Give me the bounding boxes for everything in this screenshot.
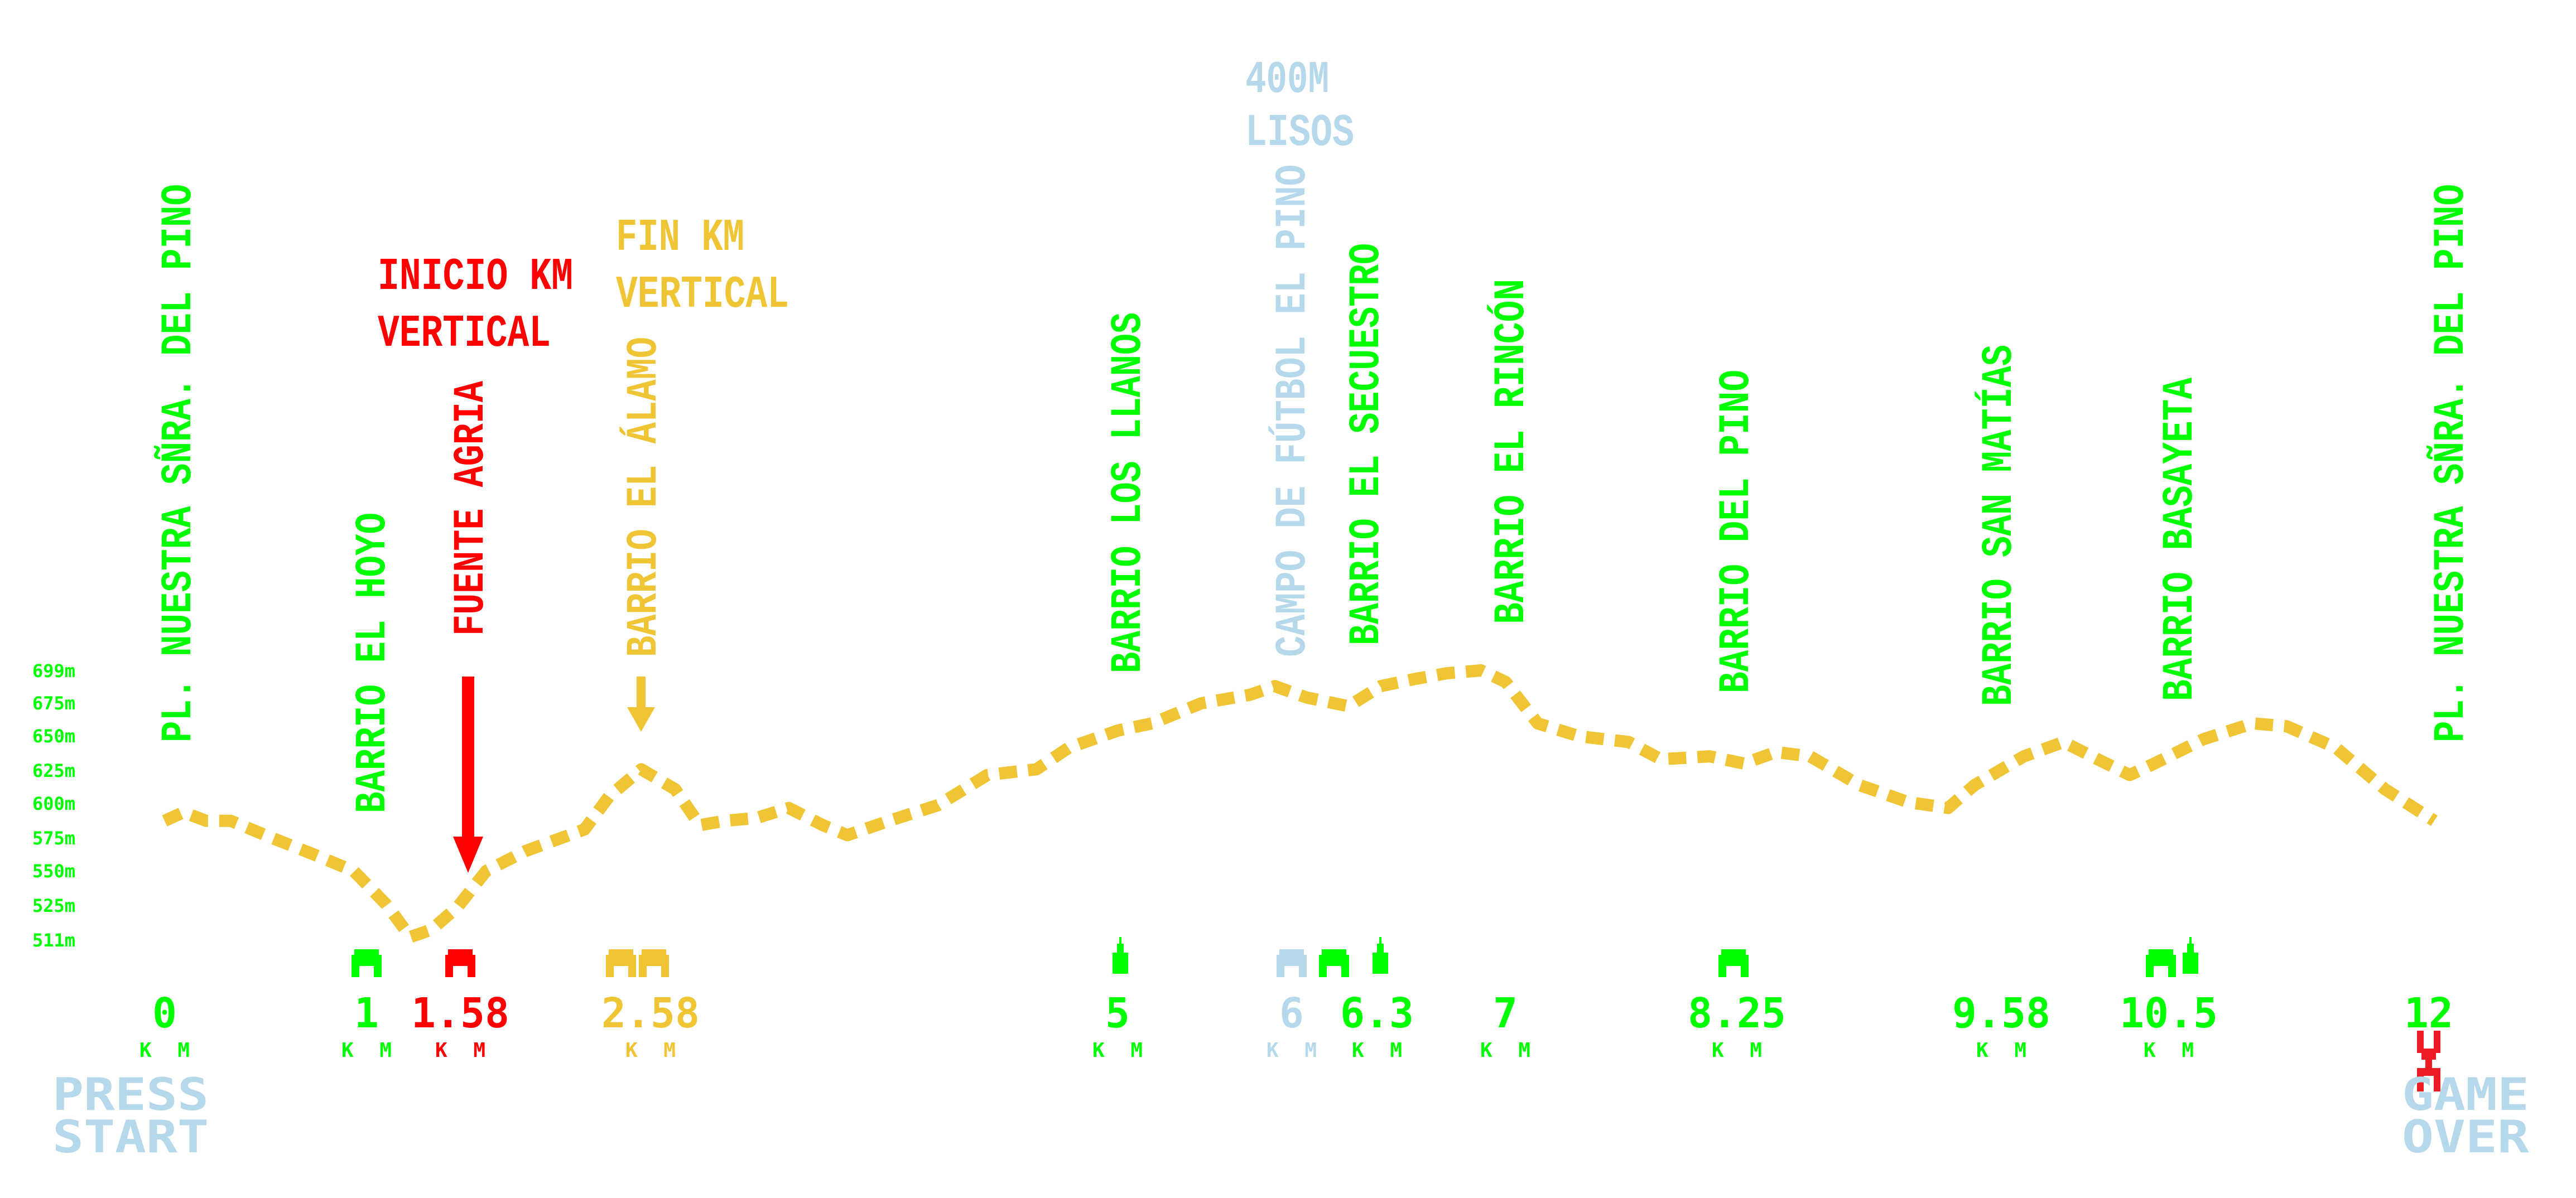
km-marker: 6.3KM	[1340, 989, 1414, 1062]
church-tower-icon	[1373, 937, 1388, 974]
elevation-tick-label: 650m	[32, 726, 75, 747]
marker-icons-row	[352, 937, 2198, 977]
fin-line-1: FIN KM	[616, 212, 744, 264]
km-value: 9.58	[1952, 989, 2050, 1037]
inicio-line-1: INICIO KM	[378, 251, 573, 303]
lisos-line-2: LISOS	[1245, 107, 1354, 159]
building-icon	[445, 949, 475, 977]
building-icon	[606, 949, 636, 977]
km-marker: 10.5KM	[2120, 989, 2218, 1062]
place-label: BARRIO EL HOYO	[349, 513, 398, 813]
km-value: 6	[1279, 989, 1304, 1037]
elevation-tick-label: 511m	[32, 930, 75, 951]
start-label[interactable]: START	[52, 1111, 209, 1163]
km-value: 12	[2404, 989, 2453, 1037]
km-unit: KM	[435, 1039, 485, 1062]
game-over-label: GAME OVER	[2402, 1069, 2530, 1163]
elevation-tick-label: 550m	[32, 861, 75, 882]
km-unit: KM	[1352, 1039, 1402, 1062]
church-tower-icon	[1113, 937, 1128, 974]
elevation-tick-label: 625m	[32, 760, 75, 781]
km-value: 1	[354, 989, 379, 1037]
km-unit: KM	[1712, 1039, 1762, 1062]
km-unit: KM	[625, 1039, 676, 1062]
km-unit: KM	[341, 1039, 392, 1062]
elevation-tick-label: 699m	[32, 660, 75, 682]
elevation-axis: 699m 675m 650m 625m 600m 575m 550m 525m 511m	[32, 660, 75, 951]
km-unit: KM	[1976, 1039, 2026, 1062]
place-label: BARRIO EL SECUESTRO	[1342, 243, 1391, 645]
km-unit: KM	[1267, 1039, 1317, 1062]
inicio-line-2: VERTICAL	[378, 308, 551, 360]
place-label: BARRIO SAN MATÍAS	[1975, 345, 2024, 706]
fin-km-vertical-note: FIN KM VERTICAL	[616, 212, 789, 321]
km-value: 6.3	[1340, 989, 1414, 1037]
inicio-km-vertical-note: INICIO KM VERTICAL	[378, 251, 573, 360]
lisos-line-1: 400M	[1245, 54, 1329, 106]
km-marker: 6KM	[1267, 989, 1317, 1062]
place-label: BARRIO EL ÁLAMO	[619, 337, 669, 657]
km-marker: 0KM	[139, 989, 190, 1062]
place-label: CAMPO DE FÚTBOL EL PINO	[1268, 165, 1318, 657]
400m-lisos-note: 400M LISOS	[1245, 54, 1354, 159]
place-label: BARRIO EL RINCÓN	[1487, 279, 1537, 624]
elevation-tick-label: 600m	[32, 793, 75, 814]
km-value: 10.5	[2120, 989, 2218, 1037]
elevation-tick-label: 525m	[32, 895, 75, 916]
place-label: BARRIO LOS LLANOS	[1104, 312, 1153, 673]
place-label: BARRIO DEL PINO	[1712, 370, 1761, 693]
press-label[interactable]: PRESS	[52, 1069, 209, 1120]
fin-line-2: VERTICAL	[616, 269, 789, 321]
building-icon	[352, 949, 382, 977]
km-value: 7	[1493, 989, 1518, 1037]
km-value: 8.25	[1688, 989, 1786, 1037]
elevation-tick-label: 675m	[32, 693, 75, 714]
elevation-profile-line	[162, 664, 2438, 943]
km-unit: KM	[139, 1039, 190, 1062]
place-label: PL. NUESTRA SÑRA. DEL PINO	[154, 184, 204, 742]
place-label: PL. NUESTRA SÑRA. DEL PINO	[2426, 184, 2476, 742]
km-value: 2.58	[601, 989, 700, 1037]
place-label: BARRIO BASAYETA	[2156, 378, 2205, 701]
km-value: 1.58	[411, 989, 509, 1037]
km-unit: KM	[1092, 1039, 1143, 1062]
building-icon	[1718, 949, 1749, 977]
building-icon	[639, 949, 669, 977]
km-marker: 12	[2404, 989, 2453, 1037]
km-markers: 0KM1KM1.58KM2.58KM5KM6KM6.3KM7KM8.25KM9.…	[139, 989, 2453, 1062]
building-icon	[1277, 949, 1307, 977]
end-x-icon	[2417, 1031, 2440, 1091]
church-tower-icon	[2183, 937, 2198, 974]
km-marker: 1KM	[341, 989, 392, 1062]
over-label: OVER	[2402, 1111, 2530, 1163]
start-arrow-icon	[453, 677, 483, 873]
place-label: FUENTE AGRIA	[447, 381, 496, 636]
km-marker: 7KM	[1480, 989, 1530, 1062]
km-value: 0	[152, 989, 177, 1037]
building-icon	[1319, 949, 1349, 977]
km-value: 5	[1105, 989, 1130, 1037]
game-label: GAME	[2402, 1069, 2529, 1120]
finish-arrow-icon	[627, 677, 655, 732]
place-labels: PL. NUESTRA SÑRA. DEL PINO BARRIO EL HOYO…	[154, 165, 2476, 813]
km-marker: 5KM	[1092, 989, 1143, 1062]
km-unit: KM	[1480, 1039, 1530, 1062]
km-unit: KM	[2144, 1039, 2194, 1062]
building-icon	[2146, 949, 2176, 977]
press-start-button[interactable]: PRESS START	[52, 1069, 209, 1163]
elevation-tick-label: 575m	[32, 828, 75, 849]
